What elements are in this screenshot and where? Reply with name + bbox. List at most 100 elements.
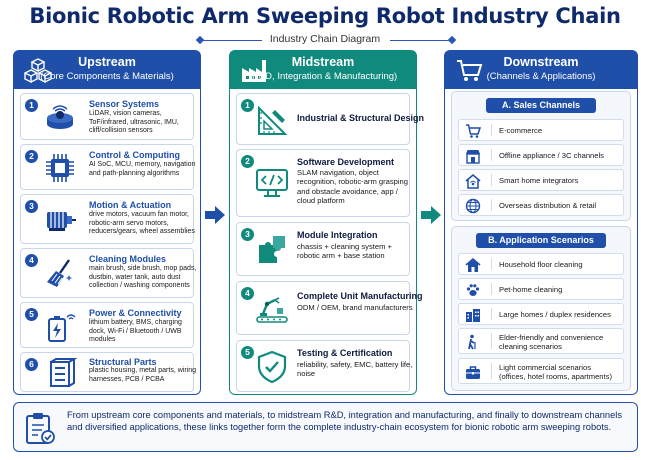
downstream-subheading: (Channels & Applications) — [486, 71, 596, 82]
step-number: 2 — [25, 150, 38, 163]
downstream-header: Downstream (Channels & Applications) — [445, 51, 637, 89]
list-item: Elder-friendly and convenience cleaning … — [458, 328, 624, 354]
list-item: Offline appliance / 3C channels — [458, 144, 624, 166]
assembly-line-icon — [256, 297, 288, 323]
upstream-column: Upstream (Core Components & Materials) 1… — [13, 50, 201, 395]
card-description: chassis + cleaning system + robotic arm … — [297, 242, 392, 261]
card-description: SLAM navigation, object recognition, rob… — [297, 168, 409, 206]
smart-home-icon — [465, 174, 481, 189]
card-description: lithium battery, BMS, charging dock, Wi-… — [89, 319, 182, 344]
step-number: 5 — [25, 308, 38, 321]
design-triangle-icon — [258, 105, 288, 135]
card-description: drive motors, vacuum fan motor, robotic-… — [89, 211, 195, 236]
step-number: 1 — [25, 99, 38, 112]
upstream-heading: Upstream — [78, 55, 136, 69]
midstream-subheading: (R&D, Integration & Manufacturing) — [248, 71, 398, 82]
list-item-label: Pet-home cleaning — [499, 285, 563, 294]
midstream-card-testing-certification: 5 Testing & Certification reliability, s… — [236, 340, 412, 392]
subtitle-divider-left — [200, 40, 262, 41]
list-item: Large homes / duplex residences — [458, 303, 624, 325]
application-scenarios-heading: B. Application Scenarios — [476, 233, 606, 248]
card-title: Motion & Actuation — [89, 200, 172, 210]
card-title: Control & Computing — [89, 150, 180, 160]
step-number: 4 — [25, 254, 38, 267]
code-monitor-icon — [256, 169, 288, 197]
divider — [491, 283, 492, 295]
divider — [491, 333, 492, 349]
list-item: Pet-home cleaning — [458, 278, 624, 300]
sales-channels-heading: A. Sales Channels — [486, 98, 596, 113]
page-title: Bionic Robotic Arm Sweeping Robot Indust… — [29, 4, 621, 28]
divider — [491, 149, 492, 161]
card-title: Complete Unit Manufacturing — [297, 291, 423, 301]
divider — [491, 258, 492, 270]
upstream-card-structural-parts: 6 Structural Parts plastic housing, meta… — [20, 352, 196, 392]
frame-icon — [50, 358, 77, 387]
midstream-card-complete-unit-manufacturing: 4 Complete Unit Manufacturing ODM / OEM,… — [236, 281, 423, 335]
card-title: Structural Parts — [89, 357, 157, 367]
card-title: Cleaning Modules — [89, 254, 167, 264]
flow-arrow-upstream-to-midstream — [205, 206, 225, 224]
sensor-icon — [47, 105, 73, 129]
application-scenarios-group: B. Application Scenarios Household floor… — [451, 226, 631, 391]
broom-icon — [47, 259, 72, 287]
upstream-card-control-computing: 2 Control & Computing AI SoC, MCU, memor… — [20, 144, 196, 190]
summary-footer: From upstream core components and materi… — [13, 402, 638, 452]
card-description: plastic housing, metal parts, wiring har… — [89, 367, 196, 383]
list-item: E-commerce — [458, 119, 624, 141]
card-title: Industrial & Structural Design — [297, 113, 425, 123]
chip-icon — [46, 154, 74, 182]
card-title: Module Integration — [297, 230, 378, 240]
list-item-label: E-commerce — [499, 126, 543, 135]
subtitle-row: Industry Chain Diagram — [0, 33, 650, 47]
list-item: Overseas distribution & retail — [458, 194, 624, 216]
card-description: main brush, side brush, mop pads, dustbi… — [89, 265, 197, 290]
card-title: Power & Connectivity — [89, 308, 182, 318]
card-description: LiDAR, vision cameras, ToF/infrared, ult… — [89, 110, 179, 135]
list-item-label: Offline appliance / 3C channels — [499, 151, 604, 160]
upstream-subheading: (Core Components & Materials) — [40, 71, 174, 82]
battery-icon — [48, 314, 76, 342]
midstream-heading: Midstream — [291, 55, 355, 69]
divider — [491, 363, 492, 379]
divider — [491, 308, 492, 320]
globe-icon — [465, 198, 481, 214]
list-item-label: Overseas distribution & retail — [499, 201, 597, 210]
subtitle-divider-right — [390, 40, 452, 41]
cart-icon — [466, 124, 481, 138]
list-item-label: Household floor cleaning — [499, 260, 583, 269]
briefcase-icon — [466, 366, 480, 379]
store-icon — [466, 150, 480, 164]
list-item-label: Smart home integrators — [499, 176, 579, 185]
step-number: 6 — [25, 358, 38, 371]
upstream-card-power-connectivity: 5 Power & Connectivity lithium battery, … — [20, 302, 194, 348]
step-number: 5 — [241, 346, 254, 359]
list-item-label: Elder-friendly and convenience cleaning … — [499, 333, 604, 351]
paw-icon — [466, 284, 480, 296]
midstream-card-industrial-design: 1 Industrial & Structural Design — [236, 93, 424, 145]
card-description: reliability, safety, EMC, battery life, … — [297, 360, 413, 379]
divider — [491, 199, 492, 211]
card-description: AI SoC, MCU, memory, navigation and path… — [89, 161, 196, 177]
downstream-heading: Downstream — [503, 55, 579, 69]
midstream-column: Midstream (R&D, Integration & Manufactur… — [229, 50, 424, 395]
clipboard-check-icon — [26, 413, 55, 444]
midstream-header: Midstream (R&D, Integration & Manufactur… — [230, 51, 416, 89]
motor-icon — [47, 212, 76, 231]
list-item: Household floor cleaning — [458, 253, 624, 275]
divider — [491, 124, 492, 136]
step-number: 3 — [241, 228, 254, 241]
shield-check-icon — [257, 350, 287, 384]
subtitle: Industry Chain Diagram — [269, 33, 381, 45]
card-title: Sensor Systems — [89, 99, 160, 109]
upstream-card-sensor-systems: 1 Sensor Systems LiDAR, vision cameras, … — [20, 93, 194, 140]
divider — [491, 174, 492, 186]
buildings-icon — [466, 309, 480, 322]
card-title: Testing & Certification — [297, 348, 393, 358]
list-item: Smart home integrators — [458, 169, 624, 191]
puzzle-icon — [259, 236, 285, 263]
midstream-card-software-development: 2 Software Development SLAM navigation, … — [236, 149, 410, 217]
elderly-icon — [468, 334, 476, 350]
card-description: ODM / OEM, brand manufacturers — [297, 303, 413, 312]
flow-arrow-midstream-to-downstream — [421, 206, 441, 224]
